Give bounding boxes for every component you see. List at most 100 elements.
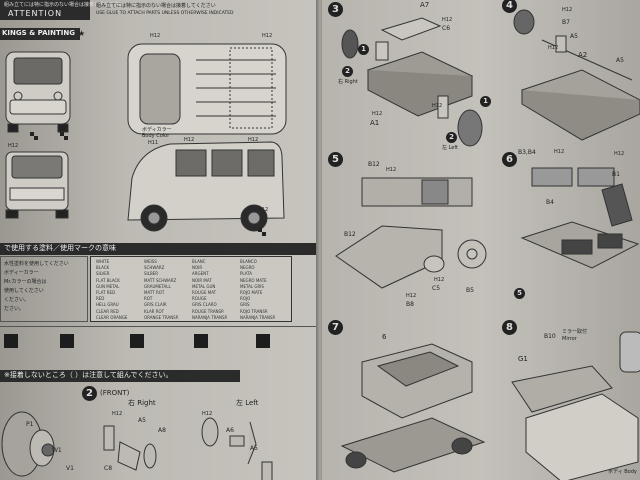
attention-title: ATTENTION [8,9,63,18]
attention-sub-jp: 組み立てには特に指示のない場合は接着してください [96,3,216,9]
callout-marker: 5 [514,288,525,299]
attention-jp: 組み立てには特に指示のない場合は接着してください [4,2,124,8]
drill-icon [60,334,74,348]
step-number: 7 [328,320,343,335]
instruction-line: Mr.カラーの場合は [4,279,47,285]
callout-marker: 2 [446,132,457,143]
part-label: A2 [578,51,588,59]
part-label: H12 [202,411,213,417]
paint-table-cell: PLATA [240,271,253,277]
paint-table-cell: SCHWARZ [144,265,165,271]
part-label: H12 [614,151,625,157]
paint-table-cell: MATT ROT [144,290,165,295]
part-label: H12 [562,7,573,13]
paint-table-cell: FLAT BLACK [96,277,120,283]
step6-drawing [520,167,640,269]
part-label: H12 [548,45,559,51]
part-label: A5 [570,33,578,40]
paint-table-cell: SILVER [96,271,110,277]
paint-table-cell: WHITE [96,259,110,264]
instruction-box [0,256,88,322]
paint-table-cell: SILBER [144,271,158,277]
part-label: 6 [382,333,387,341]
left-label: 左 Left [442,145,458,151]
callout-marker: 2 [342,66,353,77]
step4-drawing [513,9,640,141]
paint-table-cell: METAL GUN [192,283,216,289]
scissors-icon [194,334,208,348]
paint-table-cell: HELL GRAU [96,302,119,308]
paint-table-cell: NARANJA TRANSP. [192,314,228,320]
paint-table-cell: BLANC [192,259,206,264]
no-glue-icon [130,334,144,348]
symbol-legend [0,326,318,367]
paint-table-cell: GRAUMETALL [144,283,171,289]
paint-table-cell: CLEAR RED [96,308,119,314]
paint-table-cell: WEISS [144,259,157,264]
part-label: A1 [370,119,380,127]
part-label: H12 [406,293,417,299]
paint-table-cell: RED [96,296,105,302]
paint-table-cell: ORANGE TRANSP. [144,314,179,320]
book-gutter [316,0,324,480]
paint-table-cell: GRIS [240,302,250,308]
part-label: A6 [226,427,234,434]
paint-table-cell: NEGRO [240,265,255,271]
part-label: V1 [66,465,74,472]
attention-sub-en: USE GLUE TO ATTACH PARTS UNLESS OTHERWIS… [96,11,234,16]
paint-table-cell: BLACK [96,265,110,271]
marking-title-bar [0,28,80,40]
step-number: 3 [328,2,343,17]
left-label: 左 Left [236,399,259,407]
part-label: H12 [432,103,443,109]
step-number: 2 [82,386,97,401]
part-label: B12 [344,231,356,238]
step-number: 6 [502,152,517,167]
instruction-line: 使用してください [4,288,44,294]
part-label: G1 [518,355,528,363]
paint-table-cell: GUN METAL [96,283,120,289]
part-label: W1 [52,447,62,454]
paint-code: H12 [248,137,259,143]
paint-table-cell: NOIR MAT [192,277,212,283]
part-label: B4 [546,199,554,206]
attention-header-box [0,0,90,20]
paint-table-cell: METAL GRIS [240,283,264,289]
part-label: H12 [372,111,383,117]
paint-code: H12 [258,207,269,213]
body-note: ボディ Body [608,469,637,475]
part-label: A5 [250,445,258,452]
mirror-note: ミラー取付 [562,329,588,335]
paint-table-cell: ROJO MATE [240,290,263,295]
paint-table-cell: GRIS CLARO [192,302,217,308]
paint-table-cell: BLANCO [240,259,257,264]
part-label: B8 [406,301,414,308]
part-label: B10 [544,333,556,340]
body-color-code: H11 [148,140,159,146]
body-color-jp: ボディカラー [142,127,172,133]
part-label: A8 [158,427,166,434]
instruction-line: ください。 [4,297,30,303]
bottom-note: ※接着しないところ（ ）は注意して組んでください。 [4,371,173,379]
callout-marker: 1 [480,96,491,107]
part-label: B5 [466,287,474,294]
mirror-note-en: Mirror [562,336,577,342]
step7-drawing [340,343,486,473]
paint-table-cell: CLEAR ORANGE [96,314,128,320]
part-label: H12 [554,149,565,155]
part-label: A5 [138,417,146,424]
checker-icon [4,334,18,348]
right-label: 右 Right [128,399,156,407]
body-color-en: Body Color [142,133,170,139]
right-page: 3 A7 C6 A1 H12 H12 H12 2 右 Right 1 2 左 L… [322,0,640,480]
step-number: 4 [502,0,517,13]
paint-table-cell: ROUGE [192,296,207,302]
part-label: C8 [104,465,113,472]
part-label: C6 [442,25,451,32]
paint-code: H12 [150,33,161,39]
part-label: A7 [420,1,430,9]
paint-code: H12 [8,143,19,149]
part-label: B7 [562,19,570,26]
callout-marker: 1 [358,44,369,55]
